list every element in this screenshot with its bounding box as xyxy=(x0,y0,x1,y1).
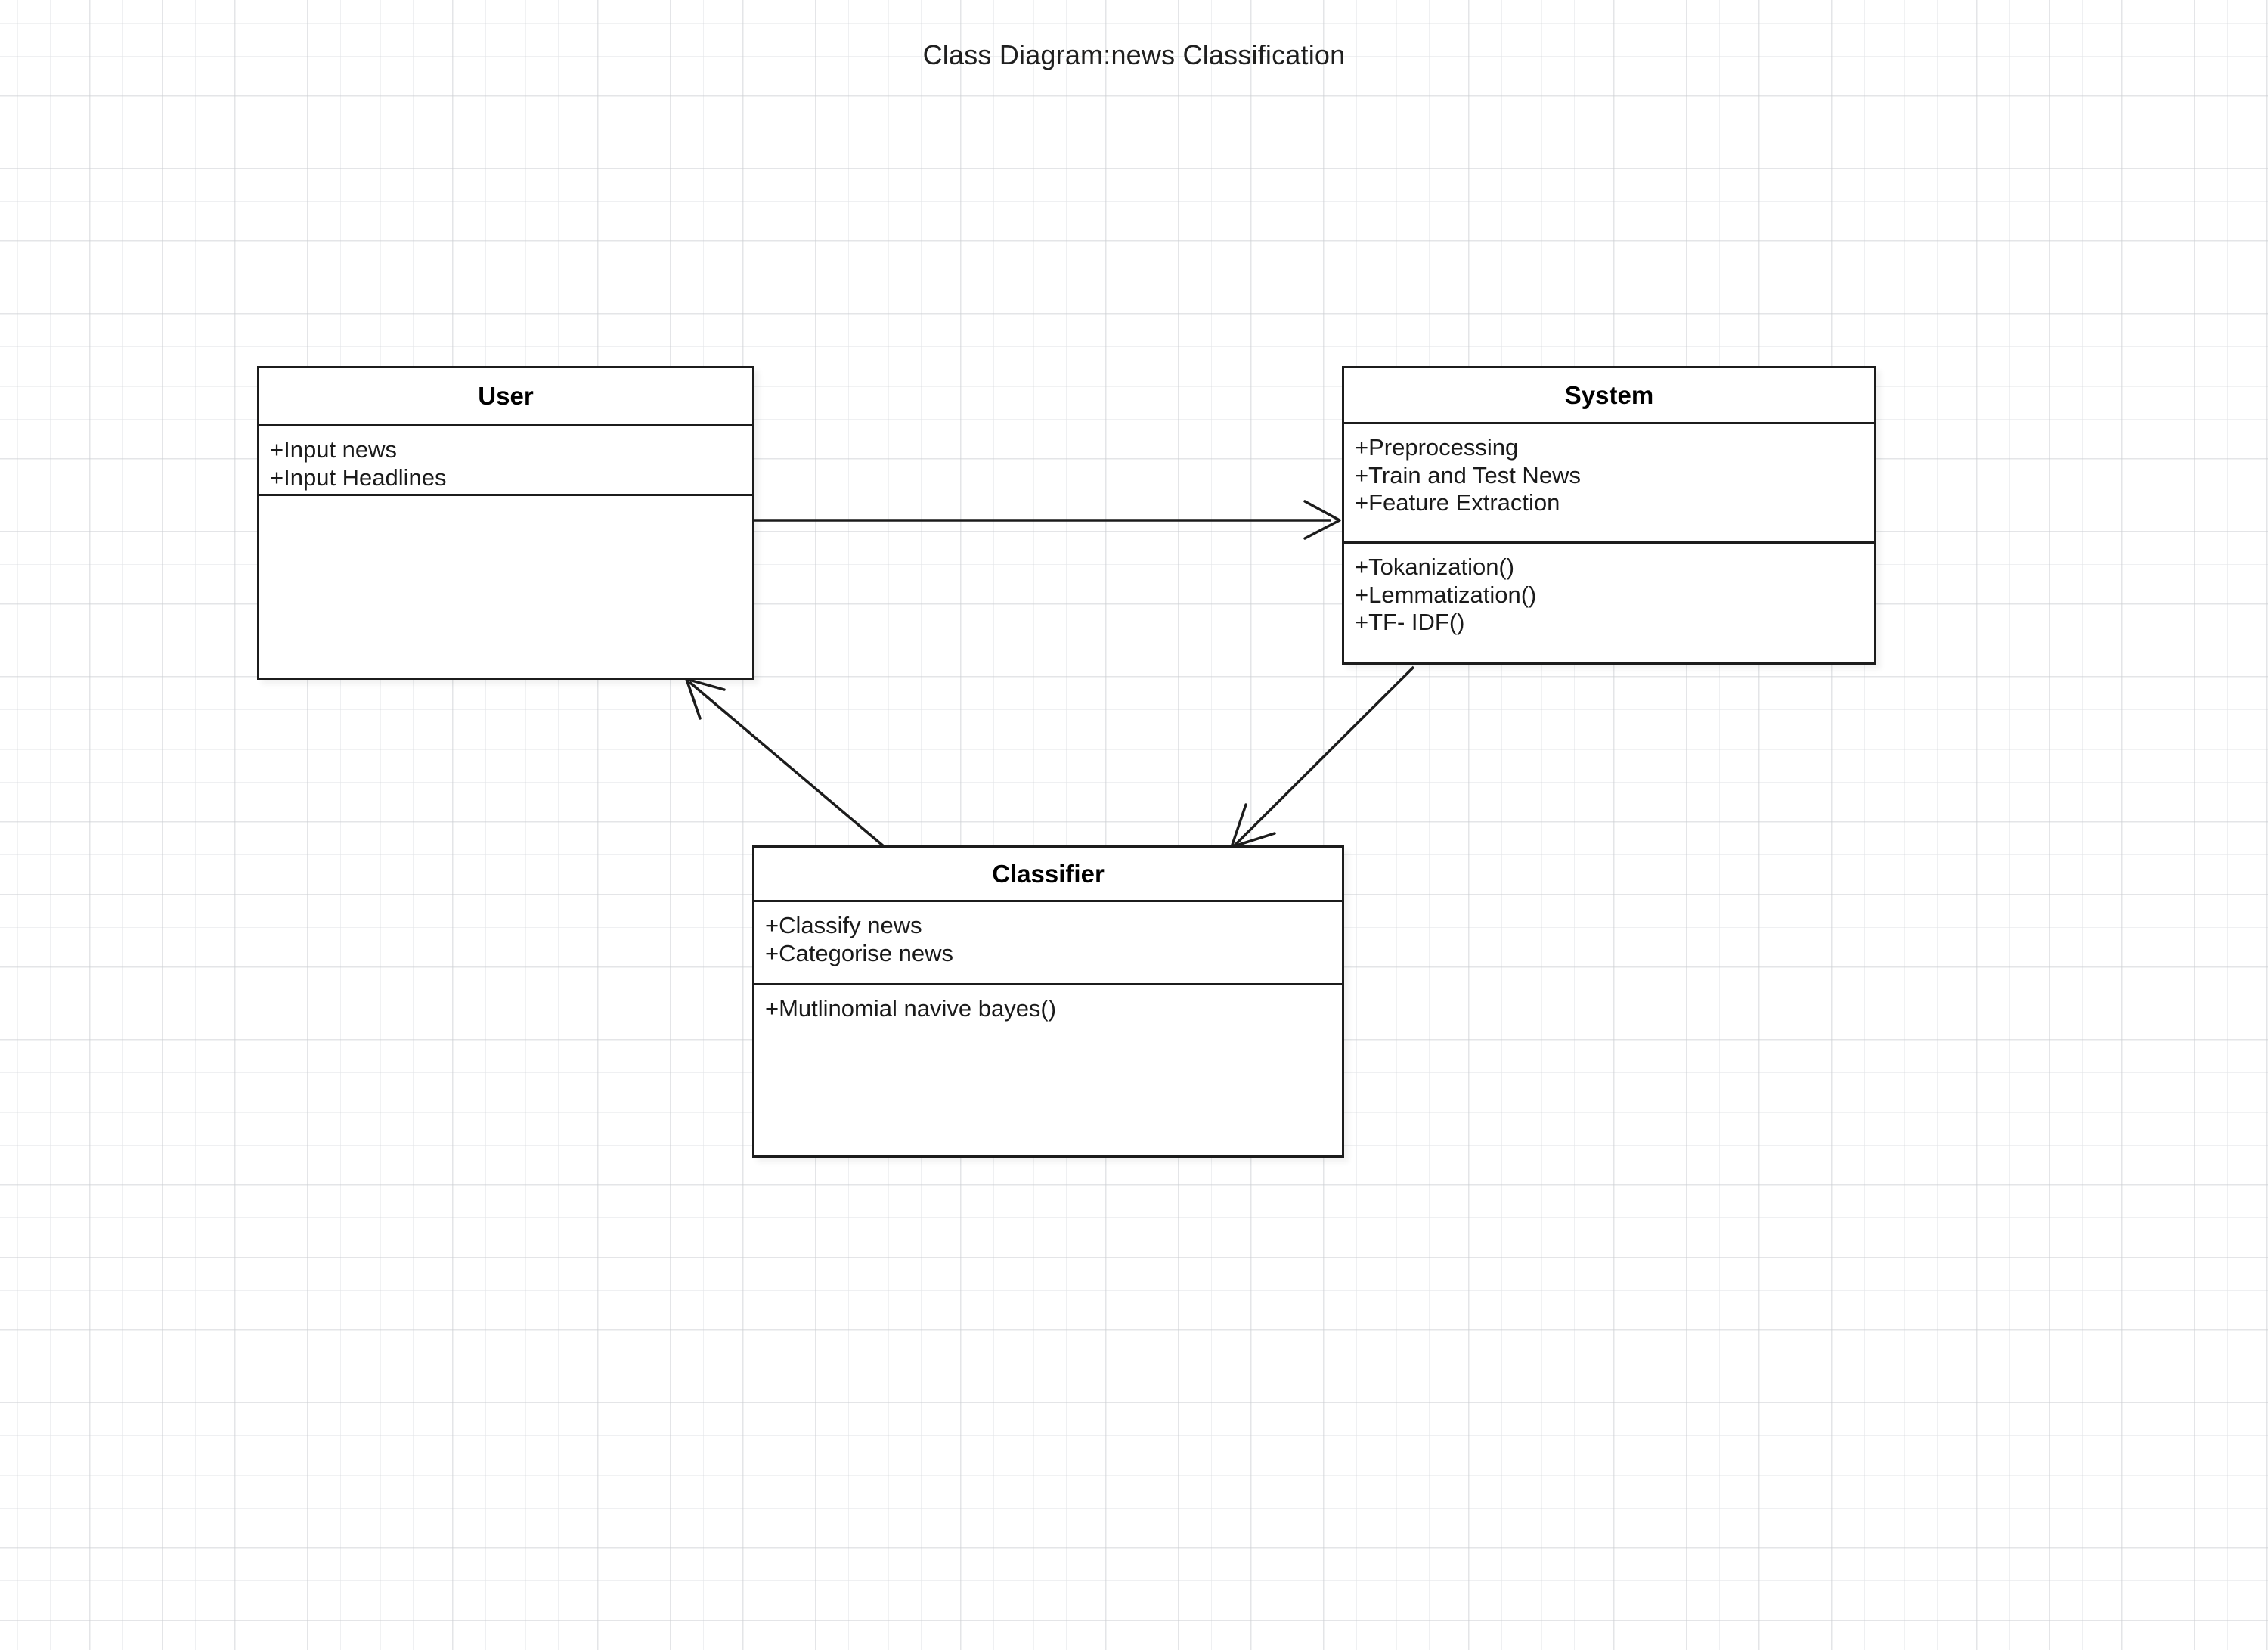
uml-attribute: +Categorise news xyxy=(765,939,953,966)
uml-method: +Tokanization() xyxy=(1355,554,1515,580)
uml-method: +Lemmatization() xyxy=(1355,581,1537,608)
uml-attribute: +Train and Test News xyxy=(1355,461,1581,488)
uml-attribute: +Feature Extraction xyxy=(1355,489,1560,516)
open-arrowhead-icon xyxy=(1303,500,1341,540)
uml-class-user-attributes: +Input news +Input Headlines xyxy=(259,426,752,496)
uml-class-user-methods xyxy=(259,496,752,509)
open-arrowhead-icon xyxy=(685,678,726,720)
uml-attribute: +Input Headlines xyxy=(270,464,447,491)
uml-attribute: +Input news xyxy=(270,436,398,463)
open-arrowhead-icon xyxy=(1230,803,1276,848)
diagram-title: Class Diagram:news Classification xyxy=(922,39,1346,70)
uml-method: +TF- IDF() xyxy=(1355,609,1465,636)
uml-class-classifier-attributes: +Classify news +Categorise news xyxy=(754,902,1342,985)
uml-class-user[interactable]: User +Input news +Input Headlines xyxy=(257,366,754,680)
uml-attribute: +Classify news xyxy=(765,912,922,938)
uml-class-classifier-name: Classifier xyxy=(754,848,1342,902)
uml-attribute: +Preprocessing xyxy=(1355,434,1519,461)
connector-line xyxy=(688,681,886,848)
uml-class-system-name: System xyxy=(1344,368,1874,424)
connector-line xyxy=(1233,665,1415,847)
uml-class-classifier-methods: +Mutlinomial navive bayes() xyxy=(754,985,1342,1026)
uml-class-system-attributes: +Preprocessing +Train and Test News +Fea… xyxy=(1344,424,1874,544)
connector-system-to-classifier[interactable] xyxy=(1230,665,1415,848)
uml-method: +Mutlinomial navive bayes() xyxy=(765,995,1057,1022)
uml-class-system[interactable]: System +Preprocessing +Train and Test Ne… xyxy=(1342,366,1876,665)
connector-user-to-system[interactable] xyxy=(754,500,1341,540)
uml-class-classifier[interactable]: Classifier +Classify news +Categorise ne… xyxy=(752,845,1344,1158)
uml-class-user-name: User xyxy=(259,368,752,426)
connector-classifier-to-user[interactable] xyxy=(685,678,886,848)
uml-class-system-methods: +Tokanization() +Lemmatization() +TF- ID… xyxy=(1344,544,1874,640)
